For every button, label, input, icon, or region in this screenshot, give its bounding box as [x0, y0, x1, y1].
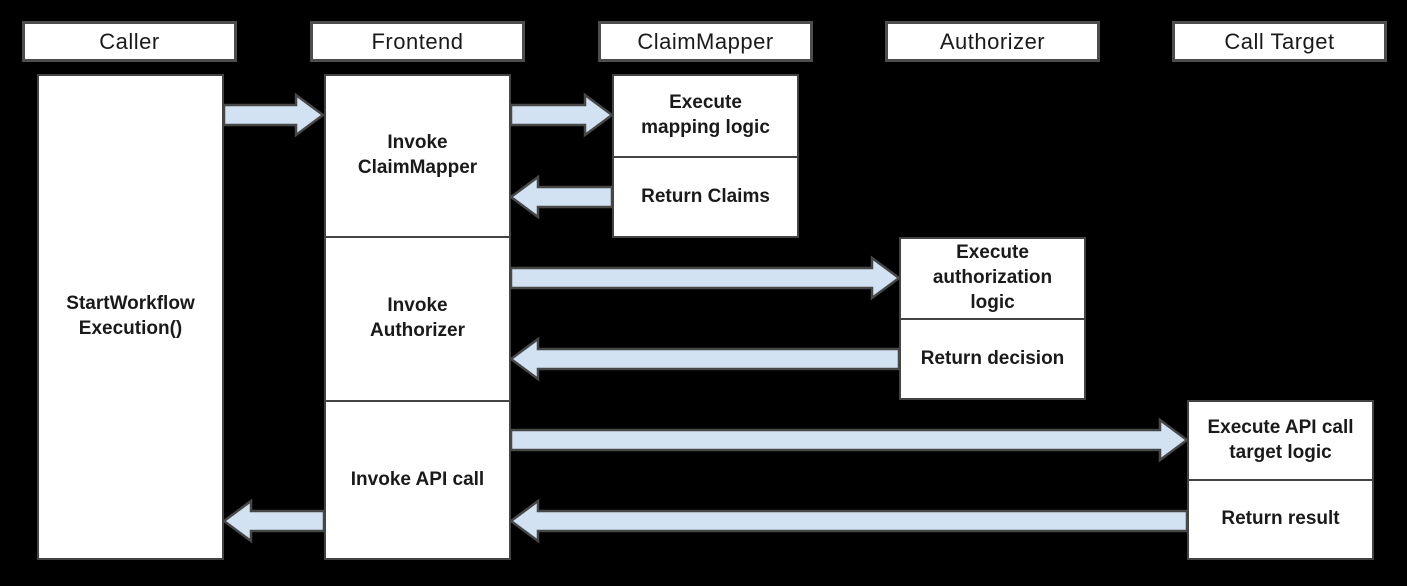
arrow-call-target-to-frontend-response	[508, 498, 1189, 544]
arrow-frontend-to-call-target-request	[509, 417, 1190, 463]
arrow-authorizer-to-frontend-response	[508, 336, 901, 382]
step-invoke-api-call: Invoke API call	[324, 400, 511, 560]
arrow-claimmapper-to-frontend-response	[508, 174, 614, 220]
step-execute-api-call-target-logic: Execute API call target logic	[1187, 400, 1374, 481]
arrow-frontend-to-caller-response	[221, 498, 326, 544]
arrow-caller-to-frontend-request	[222, 92, 326, 138]
arrow-frontend-to-authorizer-request	[509, 255, 902, 301]
actor-header-frontend: Frontend	[310, 21, 525, 62]
step-start-workflow-execution: StartWorkflow Execution()	[37, 74, 224, 560]
arrow-frontend-to-claimmapper-request	[509, 92, 615, 138]
step-execute-mapping-logic: Execute mapping logic	[612, 74, 799, 158]
step-return-decision: Return decision	[899, 318, 1086, 400]
actor-header-claimmapper: ClaimMapper	[598, 21, 813, 62]
actor-header-authorizer: Authorizer	[885, 21, 1100, 62]
step-execute-authorization-logic: Execute authorization logic	[899, 237, 1086, 320]
step-invoke-authorizer: Invoke Authorizer	[324, 236, 511, 402]
step-return-claims: Return Claims	[612, 156, 799, 238]
actor-header-caller: Caller	[22, 21, 237, 62]
actor-header-call-target: Call Target	[1172, 21, 1387, 62]
step-return-result: Return result	[1187, 479, 1374, 560]
step-invoke-claimmapper: Invoke ClaimMapper	[324, 74, 511, 238]
